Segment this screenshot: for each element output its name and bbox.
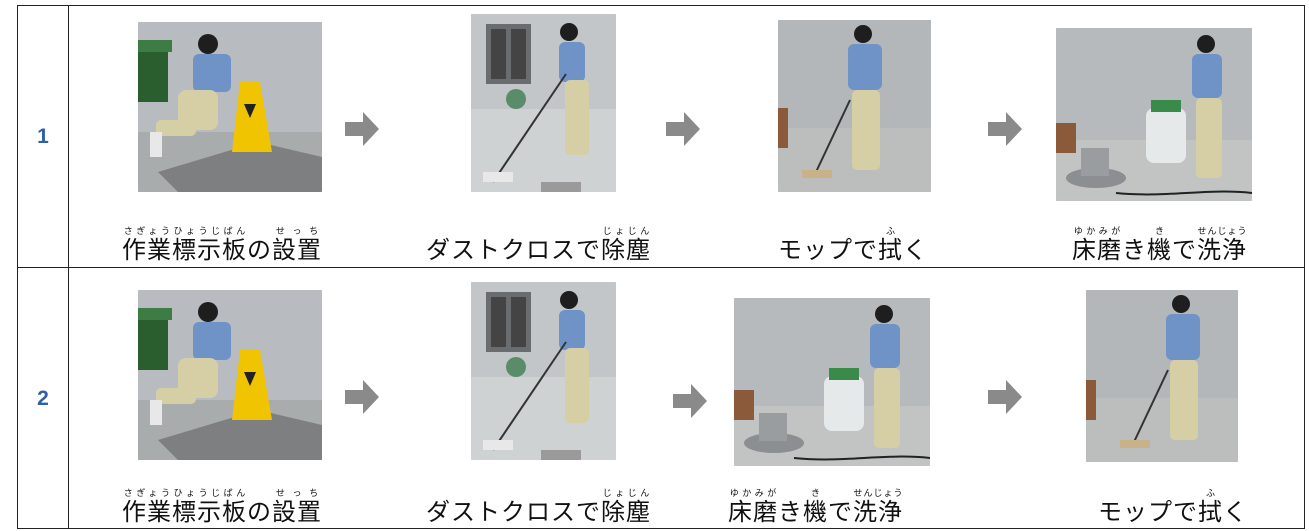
step-place-sign: 作業標示板さぎょうひょうじばんの設置せっち [70,268,322,529]
right-arrow-icon [988,112,1022,146]
step-caption: 床磨ゆかみがき機きで洗浄せんじょう [728,489,903,526]
photo-placing-sign [138,22,322,192]
photo-placing-sign [138,290,322,460]
row-number: 1 [37,124,49,148]
photo-dust-cloth [471,282,616,460]
procedure-row-1: 1 作業 [18,6,1304,267]
step-place-sign: 作業標示板さぎょうひょうじばんの設置せっち [70,6,322,267]
step-floor-machine: 床磨ゆかみがき機きで洗浄せんじょう [718,268,978,529]
photo-mopping [1086,290,1238,462]
cleaning-procedure-table: 1 作業 [17,5,1305,529]
right-arrow-icon [666,112,700,146]
step-mop: モップで拭ふく [1038,268,1306,529]
right-arrow-icon [345,380,379,414]
step-caption: モップで拭ふく [1098,489,1248,526]
caption-segment: 作業標示板さぎょうひょうじばん [122,227,247,264]
photo-mopping [778,20,931,192]
step-caption: モップで拭ふく [778,227,928,264]
procedure-row-2: 2 作業 [18,268,1304,529]
step-mop: モップで拭ふく [718,6,978,267]
photo-dust-cloth [471,14,616,192]
step-dust-cloth: ダストクロスで除塵じょじん [408,6,658,267]
row-divider [18,267,1304,268]
row-number: 2 [37,386,49,410]
photo-floor-machine [1056,28,1252,201]
step-caption: ダストクロスで除塵じょじん [426,227,651,264]
step-floor-machine: 床磨ゆかみがき機きで洗浄せんじょう [1038,6,1306,267]
right-arrow-icon [988,380,1022,414]
right-arrow-icon [673,384,707,418]
step-caption: 床磨ゆかみがき機きで洗浄せんじょう [1072,227,1247,264]
step-caption: 作業標示板さぎょうひょうじばんの設置せっち [122,227,322,264]
right-arrow-icon [345,112,379,146]
step-caption: ダストクロスで除塵じょじん [426,489,651,526]
photo-floor-machine [734,298,930,466]
step-dust-cloth: ダストクロスで除塵じょじん [408,268,658,529]
step-caption: 作業標示板さぎょうひょうじばんの設置せっち [122,489,322,526]
